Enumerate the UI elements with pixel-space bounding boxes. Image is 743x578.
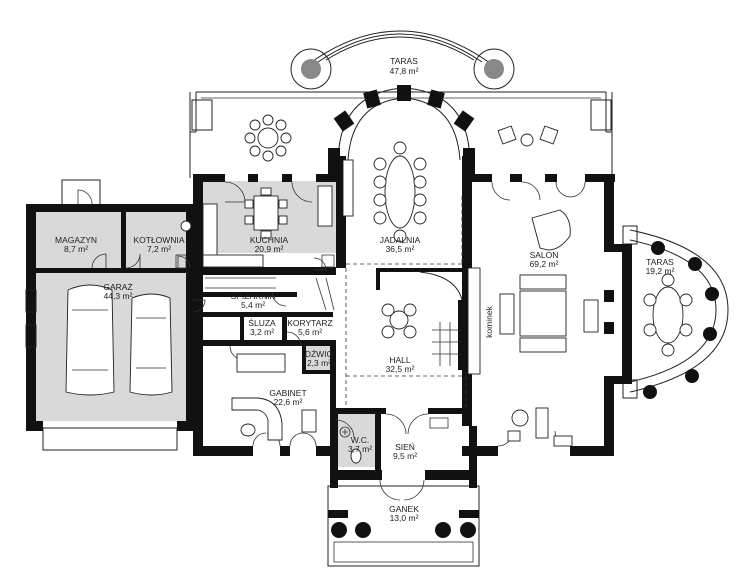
- walls: [25, 156, 632, 488]
- label-spizarnia-name: SPIŻARNIA: [231, 291, 276, 301]
- label-gabinet-area: 22,6 m²: [274, 397, 303, 407]
- label-sien-name: SIEŃ: [395, 442, 415, 452]
- label-kotlownia-name: KOTŁOWNIA: [133, 235, 184, 245]
- dining-bay: [328, 85, 475, 174]
- label-spizarnia-area: 5,4 m²: [241, 300, 265, 310]
- label-garaz-area: 44,3 m²: [104, 291, 133, 301]
- porch: [327, 485, 480, 567]
- label-kuchnia-name: KUCHNIA: [250, 235, 289, 245]
- label-korytarz-area: 5,6 m²: [298, 327, 322, 337]
- label-ganek-area: 13,0 m²: [390, 513, 419, 523]
- label-gabinet-name: GABINET: [269, 388, 306, 398]
- label-taras-top-name: TARAS: [390, 56, 418, 66]
- label-salon-area: 69,2 m²: [530, 259, 559, 269]
- label-dzwig-name: DŹWIG: [305, 349, 333, 359]
- label-taras-right-name: TARAS: [646, 257, 674, 267]
- label-sluza-area: 3,2 m²: [250, 327, 274, 337]
- label-korytarz-name: KORYTARZ: [287, 318, 333, 328]
- label-kotlownia-area: 7,2 m²: [147, 244, 171, 254]
- label-magazyn-name: MAGAZYN: [55, 235, 97, 245]
- label-wc-name: W.C.: [351, 435, 369, 445]
- label-hall-area: 32,5 m²: [386, 364, 415, 374]
- label-ganek-name: GANEK: [389, 504, 419, 514]
- label-sien-area: 9,5 m²: [393, 451, 417, 461]
- label-kominek: kominek: [484, 305, 494, 337]
- label-wc-area: 3,7 m²: [348, 444, 372, 454]
- label-sluza-name: ŚLUZA: [248, 317, 276, 328]
- label-magazyn-area: 8,7 m²: [64, 244, 88, 254]
- label-kuchnia-area: 20,9 m²: [255, 244, 284, 254]
- label-dzwig-area: 2,3 m²: [307, 358, 331, 368]
- label-taras-right-area: 19,2 m²: [646, 266, 675, 276]
- furniture: [65, 114, 693, 464]
- label-salon-name: SALON: [530, 250, 559, 260]
- right-terrace: [622, 225, 729, 399]
- label-jadalnia-name: JADALNIA: [380, 235, 421, 245]
- label-garaz-name: GARAŻ: [103, 282, 132, 292]
- room-labels: TARAS 47,8 m² JADALNIA 36,5 m² KUCHNIA 2…: [55, 56, 675, 523]
- label-taras-top-area: 47,8 m²: [390, 66, 419, 76]
- label-jadalnia-area: 36,5 m²: [386, 244, 415, 254]
- label-hall-name: HALL: [389, 355, 411, 365]
